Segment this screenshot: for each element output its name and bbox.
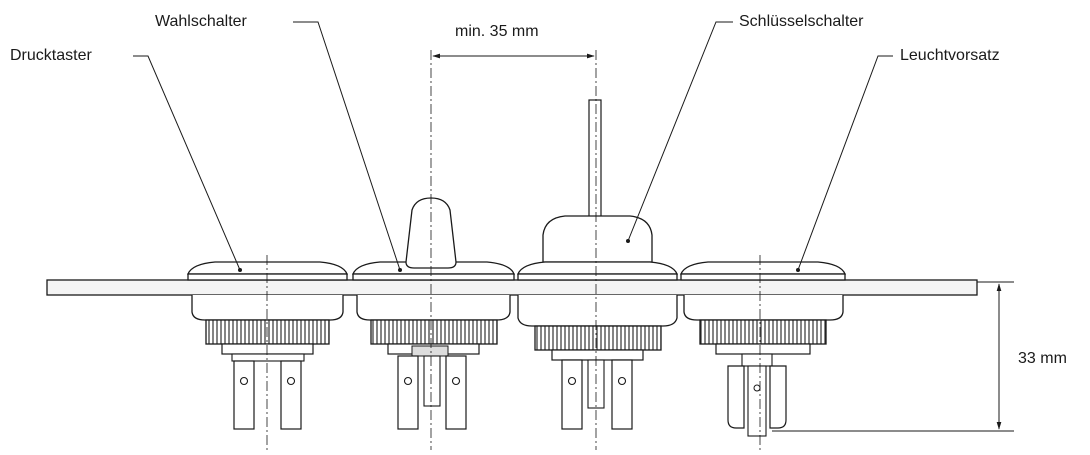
mounting-panel [46,279,978,296]
leuchtvorsatz-leader [797,55,893,271]
schluesselschalter-leader [627,21,733,242]
drucktaster-leader [133,55,241,271]
label-drucktaster: Drucktaster [10,47,92,64]
label-leuchtvorsatz: Leuchtvorsatz [900,47,1000,64]
wahlschalter-leader [293,21,401,271]
label-schluesselschalter: Schlüsselschalter [739,13,864,30]
key-switch [517,50,678,450]
label-spacing: min. 35 mm [455,23,539,40]
selector-switch [352,50,515,450]
label-wahlschalter: Wahlschalter [155,13,247,30]
pilot-light [680,255,846,450]
push-button-switch [187,255,348,450]
label-depth: 33 mm [1018,350,1067,367]
